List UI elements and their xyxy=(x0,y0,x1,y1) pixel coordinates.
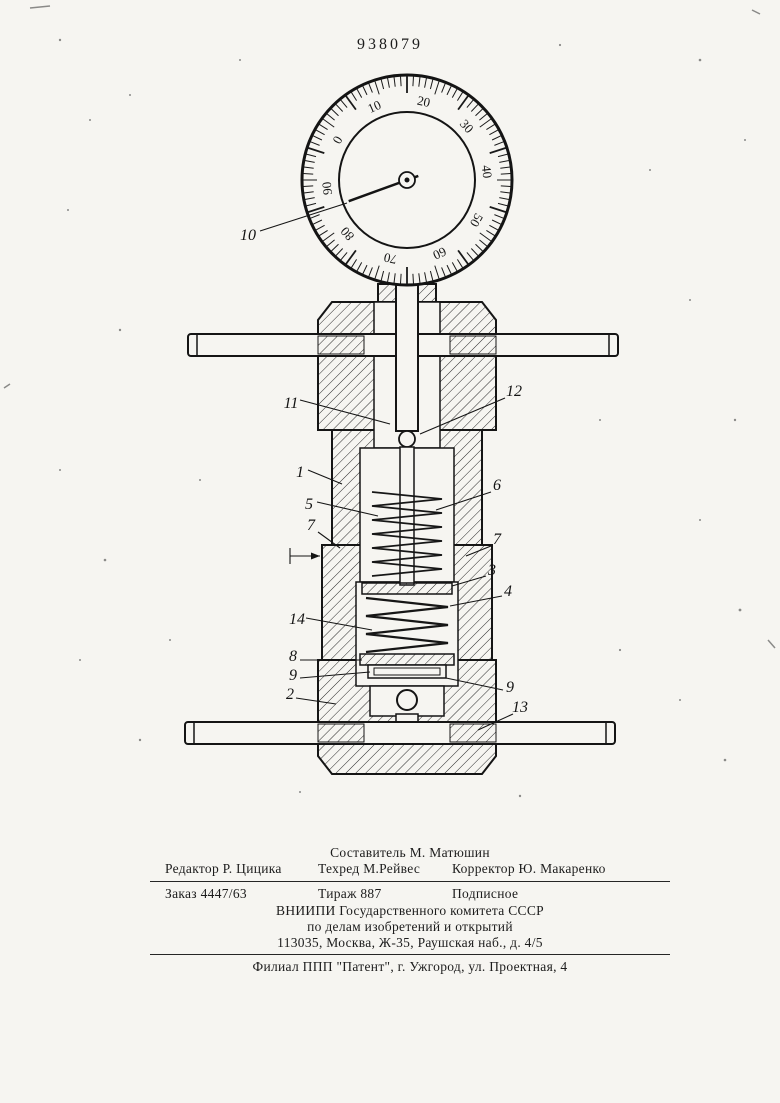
callout-7-left: 7 xyxy=(307,517,316,534)
order-number: Заказ 4447/63 xyxy=(165,886,247,901)
dial-label-90: 90 xyxy=(319,181,335,195)
subscription-note: Подписное xyxy=(452,886,519,901)
org-name-line1: ВНИИПИ Государственного комитета СССР xyxy=(276,903,544,918)
handle-clamp-left xyxy=(317,335,365,355)
editor-credit: Редактор Р. Цицика xyxy=(165,861,282,876)
main-spring xyxy=(365,596,449,654)
dimension-mark xyxy=(289,548,320,564)
order-row: Заказ 4447/63 Тираж 887 Подписное xyxy=(150,886,670,903)
print-run: Тираж 887 xyxy=(318,886,382,901)
callout-12: 12 xyxy=(506,383,522,400)
dial-indicator: 0 10 20 30 40 50 60 70 80 90 xyxy=(300,73,514,287)
seat-cup-inner xyxy=(373,667,441,676)
org-name-line2: по делам изобретений и открытий xyxy=(307,919,513,934)
org-address: 113035, Москва, Ж-35, Раушская наб., д. … xyxy=(277,935,543,950)
callout-4: 4 xyxy=(504,583,512,600)
upper-spring xyxy=(371,491,443,577)
handle-clamp-right-bottom xyxy=(449,723,497,743)
corrector-credit: Корректор Ю. Макаренко xyxy=(452,861,606,876)
callout-10: 10 xyxy=(240,227,256,244)
branch-line: Филиал ППП "Патент", г. Ужгород, ул. Про… xyxy=(252,959,568,974)
bottom-handle xyxy=(184,721,616,745)
callout-5: 5 xyxy=(305,496,313,513)
mechanism xyxy=(359,284,455,711)
stem-tip-ball xyxy=(398,430,416,448)
callout-2: 2 xyxy=(286,686,294,703)
techred-credit: Техред М.Рейвес xyxy=(318,861,421,876)
patent-number: 938079 xyxy=(357,36,423,53)
callout-9-left: 9 xyxy=(289,667,297,684)
callout-6: 6 xyxy=(493,477,501,494)
handle-clamp-right xyxy=(449,335,497,355)
washer-plate-8 xyxy=(359,653,455,666)
scan-noise xyxy=(3,5,776,798)
compiler-credit: Составитель М. Матюшин xyxy=(330,845,490,860)
divider-rule-bottom xyxy=(150,954,670,955)
dial-tick-marks xyxy=(303,76,511,284)
dial-label-60: 60 xyxy=(431,244,449,263)
dial-label-70: 70 xyxy=(382,250,398,267)
callout-numbers: 10 11 12 1 5 6 7 7 3 4 14 8 9 2 9 13 xyxy=(240,227,528,716)
callout-13: 13 xyxy=(512,699,528,716)
callout-9-right: 9 xyxy=(506,679,514,696)
callout-8: 8 xyxy=(289,648,297,665)
divider-rule-top xyxy=(150,881,670,882)
imprint-block: Составитель М. Матюшин Редактор Р. Цицик… xyxy=(150,845,670,975)
callout-11: 11 xyxy=(284,395,299,412)
callout-7-right: 7 xyxy=(493,531,502,548)
dial-scale-numbers: 0 10 20 30 40 50 60 70 80 90 xyxy=(319,93,495,268)
technical-drawing: 0 10 20 30 40 50 60 70 80 90 xyxy=(3,5,776,798)
callout-14: 14 xyxy=(289,611,305,628)
dial-label-50: 50 xyxy=(467,211,486,230)
washer-plate-3 xyxy=(361,582,453,595)
callout-leaders xyxy=(259,202,514,731)
dial-label-20: 20 xyxy=(416,93,432,110)
callout-1: 1 xyxy=(296,464,304,481)
handle-clamp-left-bottom xyxy=(317,723,365,743)
valve-ball xyxy=(396,689,418,711)
dial-label-10: 10 xyxy=(365,97,383,116)
needle-pivot xyxy=(404,177,410,183)
dial-label-40: 40 xyxy=(479,164,495,178)
seat-cup-9 xyxy=(367,664,447,679)
indicator-stem xyxy=(395,284,419,432)
credits-row: Редактор Р. Цицика Техред М.Рейвес Корре… xyxy=(150,861,670,878)
callout-3: 3 xyxy=(487,562,496,579)
